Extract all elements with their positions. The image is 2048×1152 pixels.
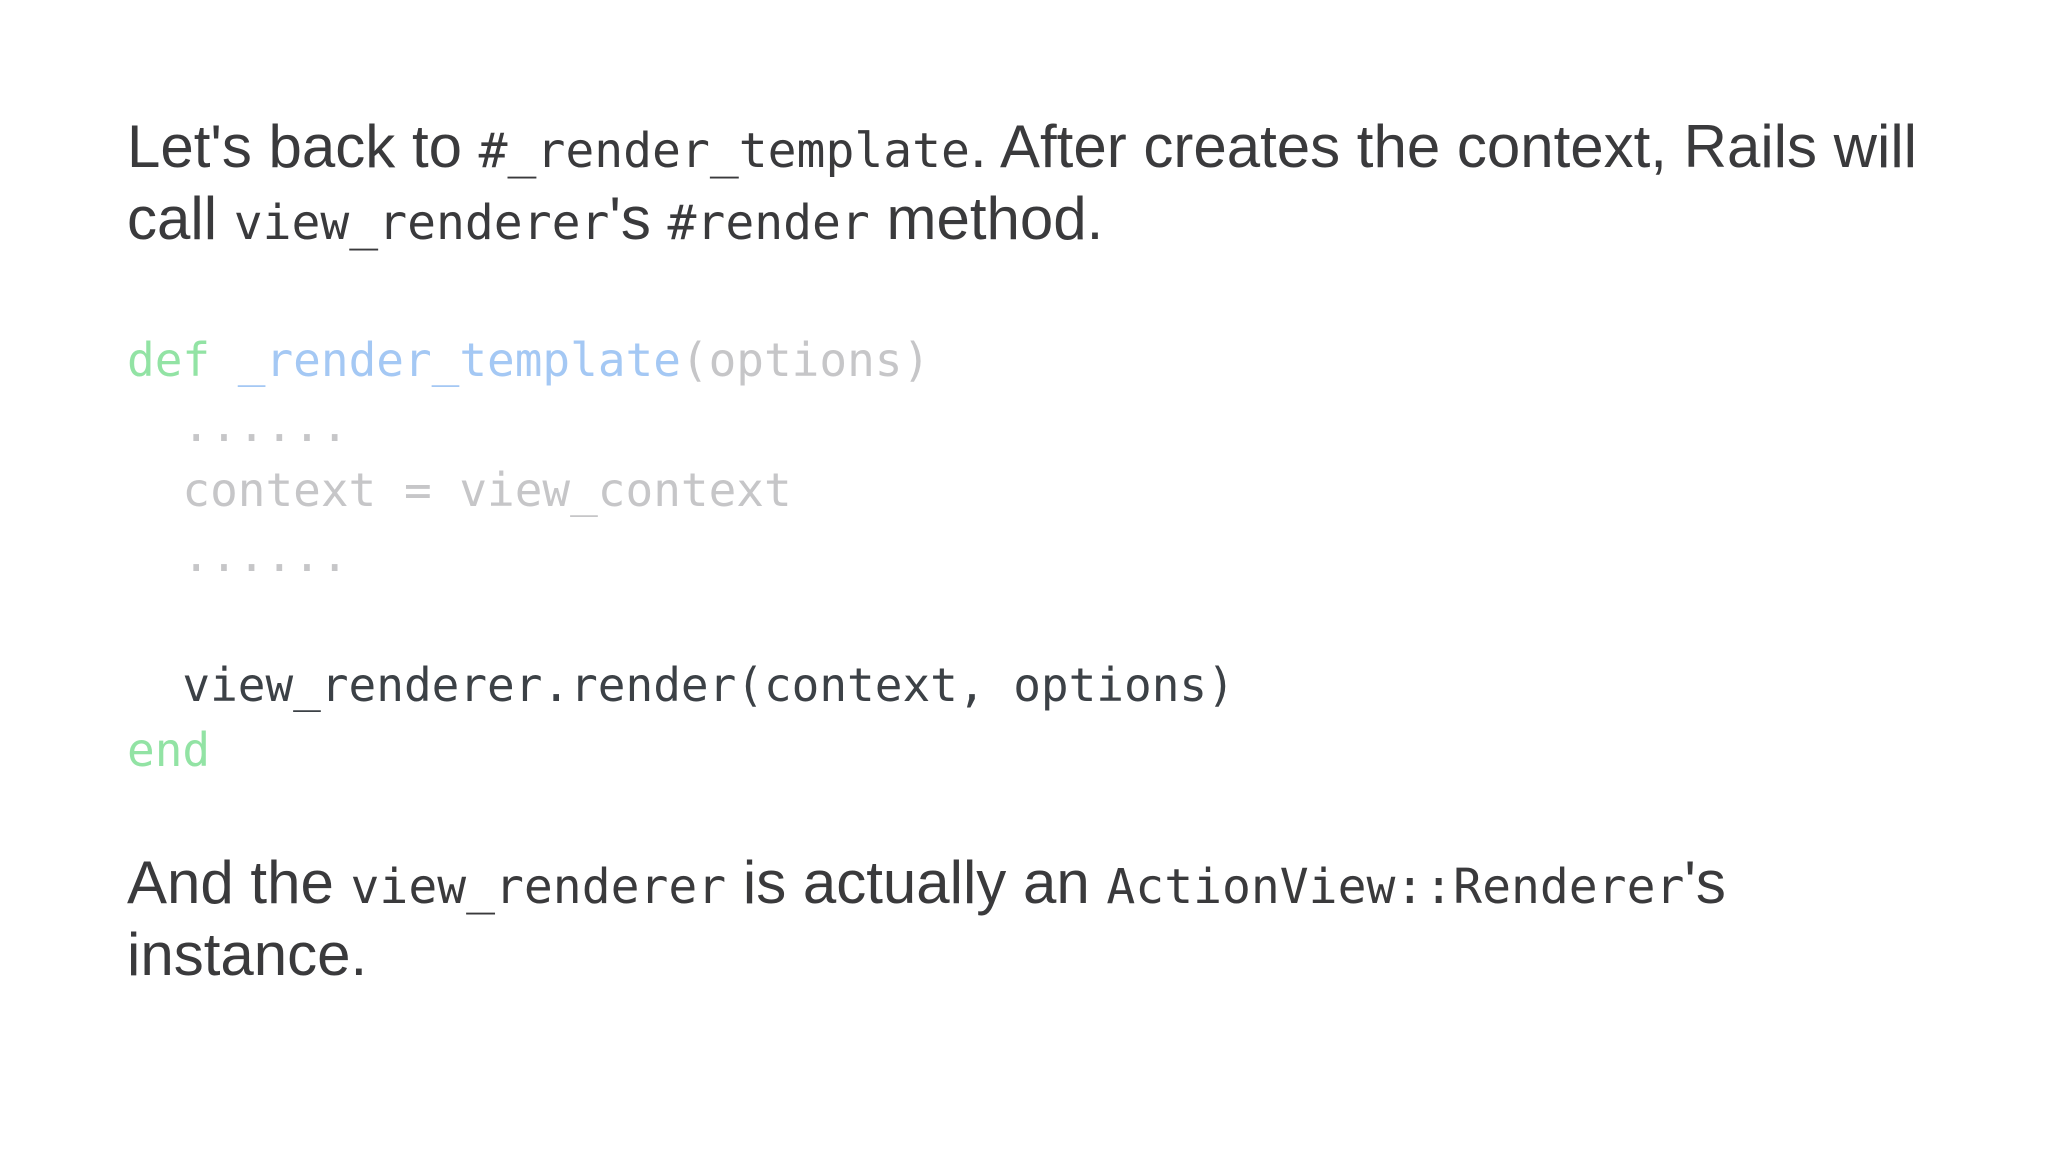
text-run: is actually an [726,849,1107,916]
code-line: def _render_template(options) [127,328,1937,393]
code-line [127,588,1937,653]
inline-code: #_render_template [478,123,970,179]
code-token-keyword: def [127,333,211,387]
code-line: context = view_context [127,458,1937,523]
code-line: end [127,718,1937,783]
text-run: 's [609,185,668,252]
code-token-dim [210,333,238,387]
code-line: ...... [127,523,1937,588]
inline-code: view_renderer [233,195,610,251]
inline-code: view_renderer [350,859,727,915]
text-run: Let's back to [127,113,479,180]
article-content: Let's back to #_render_template. After c… [127,113,1937,989]
text-run: method. [869,185,1104,252]
paragraph-intro: Let's back to #_render_template. After c… [127,113,1937,257]
code-token-dim: ...... [127,528,349,582]
inline-code: #render [667,195,870,251]
code-token-highlight: view_renderer.render(context, options) [127,658,1235,712]
code-token-dim: ...... [127,398,349,452]
text-run: And the [127,849,351,916]
text-run: . After creates the context, Rails will … [127,113,1917,252]
text-run: 's instance. [127,849,1726,988]
code-token-dim: (options) [680,333,931,387]
code-line: view_renderer.render(context, options) [127,653,1937,718]
code-token-keyword: end [127,723,211,777]
code-token-dim: context = view_context [127,463,792,517]
inline-code: ActionView::Renderer [1106,859,1685,915]
code-block: def _render_template(options) ...... con… [127,328,1937,783]
code-token-function: _render_template [237,333,681,387]
paragraph-outro: And the view_renderer is actually an Act… [127,849,1937,989]
code-line: ...... [127,393,1937,458]
